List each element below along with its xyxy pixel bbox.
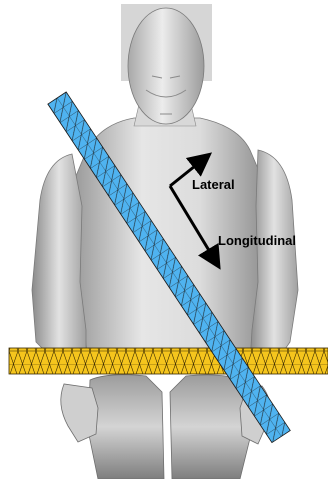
dummy-right-arm [250, 150, 298, 372]
lap-belt [9, 348, 328, 374]
dummy-left-arm [32, 154, 86, 372]
dummy-left-leg [88, 375, 164, 479]
lateral-label: Lateral [192, 178, 235, 191]
dummy-head [128, 8, 204, 124]
dummy-left-hand [61, 384, 98, 442]
longitudinal-label: Longitudinal [218, 234, 296, 247]
